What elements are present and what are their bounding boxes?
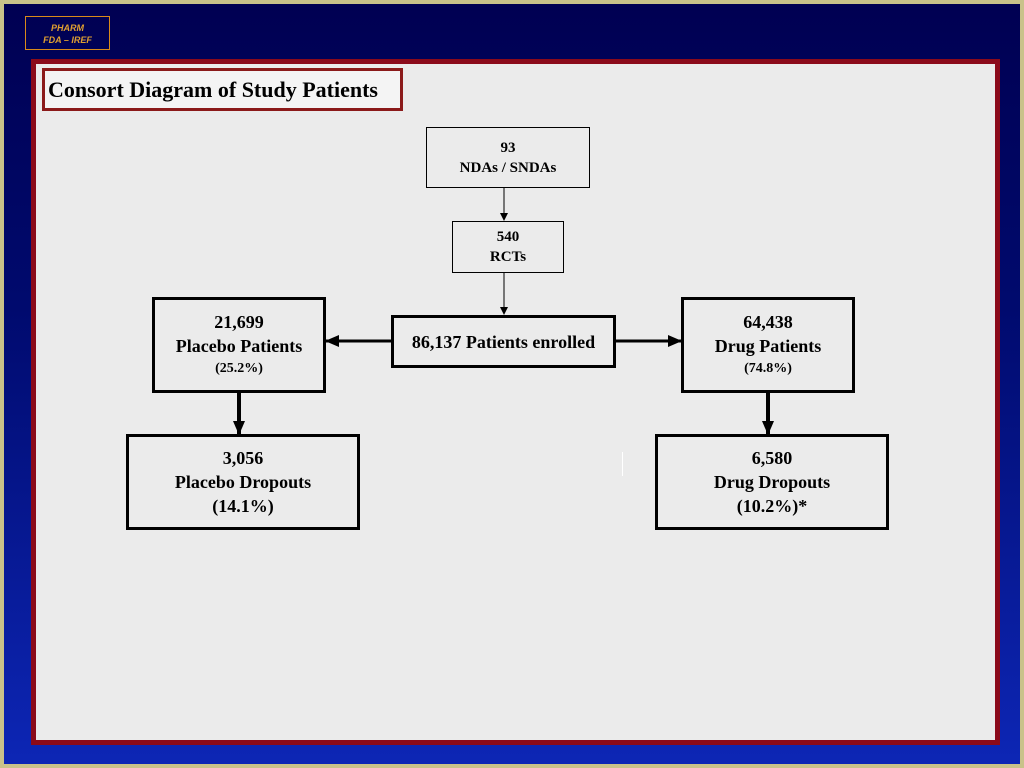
enrolled-label: 86,137 Patients enrolled [411,331,596,352]
rcts-count: 540 [496,229,520,245]
ndas-count: 93 [500,139,516,156]
rcts-label: RCTs [489,249,527,265]
ndas-label: NDAs / SNDAs [459,159,557,176]
drug-dropouts-count: 6,580 [751,448,793,468]
placebo-dropouts-box: 3,056 Placebo Dropouts (14.1%) [126,434,360,530]
pharm-logo: PHARM FDA – IREF [25,16,110,50]
rcts-box: 540 RCTs [452,221,564,273]
placebo-dropouts-count: 3,056 [222,448,264,468]
drug-pct: (74.8%) [744,361,792,376]
drug-label: Drug Patients [714,336,822,356]
drug-count: 64,438 [743,312,793,332]
text-cursor-mark [622,452,623,476]
drug-dropouts-pct: (10.2%)* [736,496,808,516]
placebo-box: 21,699 Placebo Patients (25.2%) [152,297,326,393]
ndas-box: 93 NDAs / SNDAs [426,127,590,188]
content-panel [31,59,1000,745]
drug-box: 64,438 Drug Patients (74.8%) [681,297,855,393]
placebo-dropouts-pct: (14.1%) [212,496,274,516]
placebo-dropouts-label: Placebo Dropouts [174,472,312,492]
drug-dropouts-box: 6,580 Drug Dropouts (10.2%)* [655,434,889,530]
placebo-count: 21,699 [214,312,264,332]
logo-line1: PHARM [51,23,84,33]
placebo-label: Placebo Patients [175,336,303,356]
drug-dropouts-label: Drug Dropouts [713,472,831,492]
slide-title: Consort Diagram of Study Patients [42,68,403,111]
enrolled-box: 86,137 Patients enrolled [391,315,616,368]
placebo-pct: (25.2%) [215,361,263,376]
logo-line2: FDA – IREF [43,35,92,45]
